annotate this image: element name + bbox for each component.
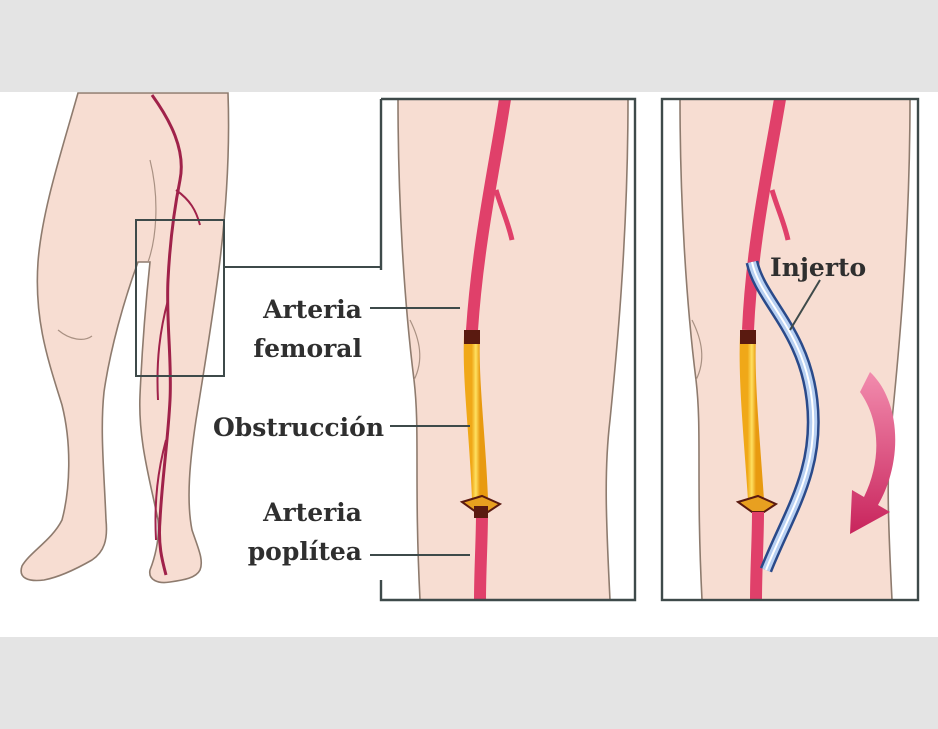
leg-artery-branch xyxy=(156,299,169,401)
top-band xyxy=(0,0,938,92)
full-leg-figure xyxy=(20,92,381,584)
panel-bracket xyxy=(379,97,637,602)
knee-contour xyxy=(409,319,421,381)
bypass-graft-panel xyxy=(660,97,920,602)
femoral-artery xyxy=(742,99,786,331)
popliteal-label-line1: Arteria xyxy=(262,498,362,527)
leg-artery xyxy=(150,94,183,576)
obstruction-bottom-cap xyxy=(474,506,488,518)
obstruction-top-cap xyxy=(464,330,480,344)
popliteal-artery xyxy=(750,511,764,600)
leader-lines xyxy=(370,279,821,556)
blocked-artery-panel xyxy=(379,97,637,602)
popliteal-label-line2: poplítea xyxy=(248,537,362,566)
graft-leader xyxy=(789,279,821,331)
femoral-label-line2: femoral xyxy=(253,334,362,363)
bottom-band xyxy=(0,637,938,729)
knee-contour xyxy=(691,319,703,381)
obstruction-top-cap xyxy=(740,330,756,344)
obstruction-bottom-flare xyxy=(735,494,779,513)
leg-skin xyxy=(20,92,230,584)
zoom-box xyxy=(135,219,225,377)
graft-label: Injerto xyxy=(770,253,866,282)
labels: Arteria femoral Obstrucción Arteria popl… xyxy=(213,253,866,566)
bypass-graft-core xyxy=(751,261,815,571)
thigh-skin xyxy=(397,99,629,600)
artery-branch xyxy=(493,189,515,241)
obstruction-bottom-flare xyxy=(459,494,503,513)
leg-artery-branch xyxy=(175,189,201,226)
artery-branch xyxy=(769,189,791,241)
obstruction-segment xyxy=(739,334,764,501)
obstruction-segment xyxy=(463,334,488,501)
leg-artery-branch xyxy=(154,439,167,541)
groin-line xyxy=(147,159,157,263)
femoral-artery xyxy=(466,99,511,336)
panel-frame xyxy=(660,97,920,602)
femoral-label-line1: Arteria xyxy=(262,295,362,324)
knee-crease xyxy=(57,329,93,340)
popliteal-artery xyxy=(474,511,488,600)
obstruction-label: Obstrucción xyxy=(213,413,384,442)
blood-flow-arrow xyxy=(850,372,896,534)
